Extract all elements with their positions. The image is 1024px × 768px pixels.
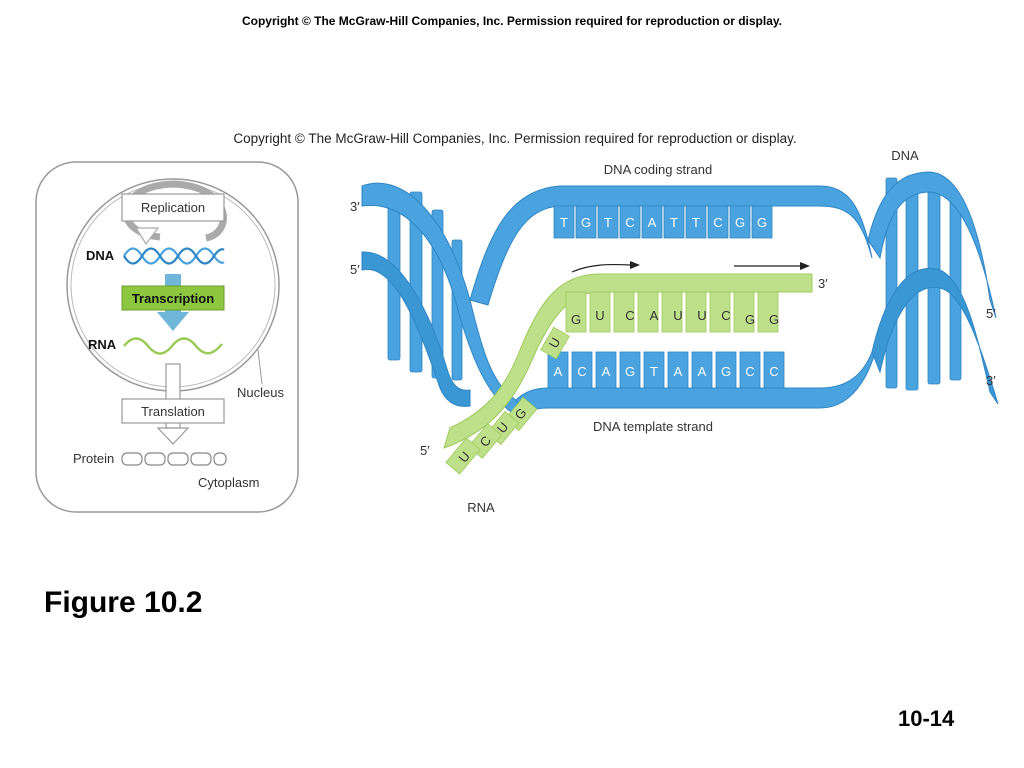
rna-label: RNA <box>467 500 495 515</box>
template-base-letters: A C A G T A A G C C <box>554 364 779 379</box>
coding-base: A <box>648 215 657 230</box>
nucleus-pointer-line <box>257 349 263 385</box>
coding-base: T <box>670 215 678 230</box>
rna-bases <box>565 291 779 333</box>
template-base: T <box>650 364 658 379</box>
coding-base: G <box>735 215 745 230</box>
figure-copyright: Copyright © The McGraw-Hill Companies, I… <box>233 131 796 146</box>
replication-arrowhead <box>134 227 160 246</box>
template-strand-label: DNA template strand <box>593 419 713 434</box>
rna-five-prime-label: 5′ <box>420 443 430 458</box>
rna-base-letters: G U C A U U C G G <box>571 308 779 327</box>
rna-base: U <box>673 308 682 323</box>
rna-base: C <box>721 308 730 323</box>
coding-base: T <box>604 215 612 230</box>
rna-base: A <box>650 308 659 323</box>
left-bottom-end-label: 5′ <box>350 262 360 277</box>
transcription-label: Transcription <box>132 291 214 306</box>
right-top-end-label: 5′ <box>986 306 996 321</box>
overview-panel: Replication DNA Transcription RNA Nucleu… <box>35 161 299 513</box>
template-base: C <box>577 364 586 379</box>
coding-bases <box>553 205 773 239</box>
right-bottom-end-label: 3′ <box>986 373 996 388</box>
overview-rna-label: RNA <box>88 337 117 352</box>
rna-tail-bases <box>445 326 570 475</box>
coding-base: T <box>560 215 568 230</box>
translation-box <box>121 398 225 424</box>
template-base: A <box>674 364 683 379</box>
rna-base: U <box>595 308 604 323</box>
template-base: C <box>745 364 754 379</box>
coding-strand-backbone <box>469 185 873 306</box>
template-base: A <box>554 364 563 379</box>
rna-base: G <box>745 312 755 327</box>
overview-dna-helix <box>123 247 225 265</box>
right-strand-a <box>867 171 997 319</box>
translation-arrowhead <box>156 427 190 445</box>
template-base: G <box>721 364 731 379</box>
left-lower-strand <box>361 251 471 407</box>
coding-base: G <box>757 215 767 230</box>
template-base: A <box>602 364 611 379</box>
rna-base: C <box>625 308 634 323</box>
cytoplasm-box <box>35 161 299 513</box>
figure-title: Figure 10.2 <box>44 586 203 619</box>
left-top-end-label: 3′ <box>350 199 360 214</box>
coding-base: C <box>625 215 634 230</box>
transcription-direction-arrowhead-1 <box>630 261 640 269</box>
protein-label: Protein <box>73 451 114 466</box>
template-base: G <box>625 364 635 379</box>
transcription-figure: Copyright © The McGraw-Hill Companies, I… <box>35 131 999 515</box>
translation-label: Translation <box>141 404 205 419</box>
transcription-box <box>121 285 225 311</box>
replication-cycle-arrow <box>122 180 227 242</box>
coding-base: C <box>713 215 722 230</box>
right-strand-b <box>871 268 999 405</box>
template-base: C <box>769 364 778 379</box>
replication-box <box>121 193 225 222</box>
dna-helix: T G T C A T T C G G A C <box>361 171 999 422</box>
rna-base: G <box>571 312 581 327</box>
slide-copyright: Copyright © The McGraw-Hill Companies, I… <box>241 14 783 28</box>
page-number: 10-14 <box>898 706 955 731</box>
template-bases <box>547 351 785 389</box>
protein-chain <box>121 452 227 466</box>
coding-base: T <box>692 215 700 230</box>
transcription-direction-arrowhead-2 <box>800 262 810 270</box>
rna-base: U <box>697 308 706 323</box>
rna-three-prime-label: 3′ <box>818 276 828 291</box>
rna-base: G <box>769 312 779 327</box>
nucleus-label: Nucleus <box>237 385 284 400</box>
cytoplasm-label: Cytoplasm <box>198 475 259 490</box>
replication-label: Replication <box>141 200 205 215</box>
transcription-arrowhead <box>157 312 189 331</box>
rna-strand: G U C A U U C G G U G U C U <box>443 261 813 475</box>
overview-dna-label: DNA <box>86 248 115 263</box>
rna-backbone <box>443 273 813 449</box>
coding-base-letters: T G T C A T T C G G <box>560 215 767 230</box>
overview-rna-strand <box>123 337 223 355</box>
dna-label: DNA <box>891 148 919 163</box>
coding-strand-label: DNA coding strand <box>604 162 712 177</box>
transcription-direction-arrow-1 <box>571 263 631 273</box>
template-base: A <box>698 364 707 379</box>
coding-base: G <box>581 215 591 230</box>
